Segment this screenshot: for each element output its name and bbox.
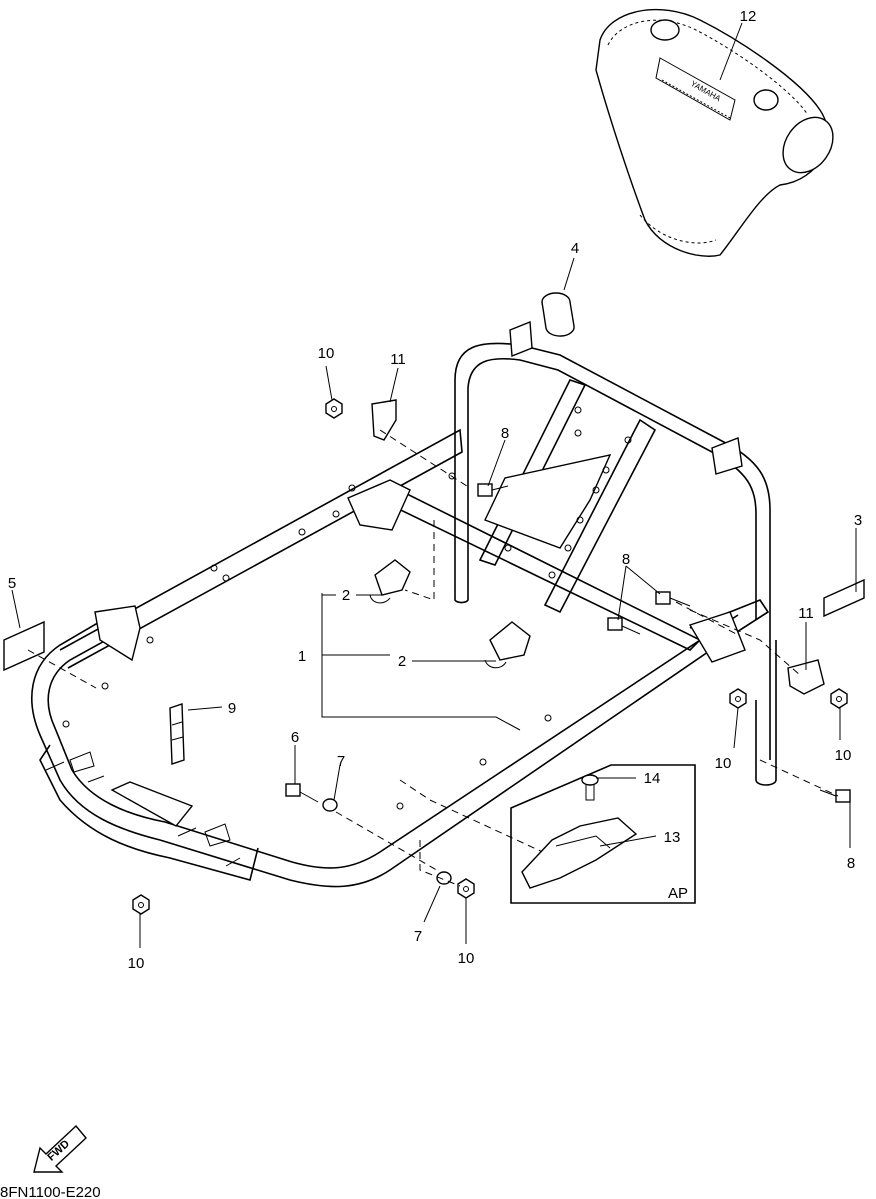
bracket-left [371,399,397,441]
callout-10-far-right: 10 [835,747,852,764]
ap-inset [510,764,696,904]
bolt-8-left [607,617,641,635]
callout-1: 1 [298,648,306,665]
handlebar-pad: YAMAHA [595,8,834,257]
callout-11-left: 11 [390,351,406,368]
callout-9: 9 [228,700,236,717]
label-left [3,620,45,672]
callout-7-lower: 7 [414,928,422,945]
callout-8-right: 8 [847,855,855,872]
washer-7-upper [322,798,338,812]
band-strap [169,703,185,765]
nut-10-right [729,688,747,709]
callout-8-top: 8 [501,425,509,442]
callout-leaders [11,22,857,948]
washer-7-lower [436,871,452,885]
callout-11-right: 11 [798,605,814,622]
wire-clamp-upper [369,559,411,604]
callout-7-upper: 7 [337,753,345,770]
callout-10-right: 10 [715,755,732,772]
callout-12: 12 [740,8,757,25]
callout-2-upper: 2 [342,587,350,604]
callout-10-bottom: 10 [458,950,475,967]
nut-10-bottom [457,878,475,899]
callout-13: 13 [664,829,681,846]
bolt-6 [285,783,319,803]
label-right [823,578,865,618]
bolt-8-mid [655,591,691,607]
nut-10-far-right [830,688,848,709]
callout-2-lower: 2 [398,653,406,670]
steering-frame [454,320,777,786]
callout-8-mid: 8 [622,551,630,568]
bracket-right [787,659,825,695]
fwd-arrow: FWD [33,1124,87,1173]
callout-bracket [321,593,521,731]
callout-14: 14 [644,770,661,787]
callout-numbers: 12 4 3 5 10 11 8 8 11 2 1 2 9 6 7 10 10 … [8,8,862,972]
bushing [541,292,575,337]
wire-clamp-lower [484,621,531,669]
nut-10-left [132,894,150,915]
bolt-8-top [477,483,509,497]
diagram-code: 8FN1100-E220 [0,1184,101,1199]
callout-4: 4 [571,240,579,257]
main-frame [31,428,770,888]
callout-10-top: 10 [318,345,335,362]
leader-lines-dashed [27,429,839,887]
bolt-8-right [819,789,851,803]
stud-1 [45,761,241,867]
callout-3: 3 [854,512,862,529]
callout-6: 6 [291,729,299,746]
callout-5: 5 [8,575,16,592]
callout-10-left: 10 [128,955,145,972]
nut-10-top [325,398,343,419]
inset-label-ap: AP [668,885,688,902]
